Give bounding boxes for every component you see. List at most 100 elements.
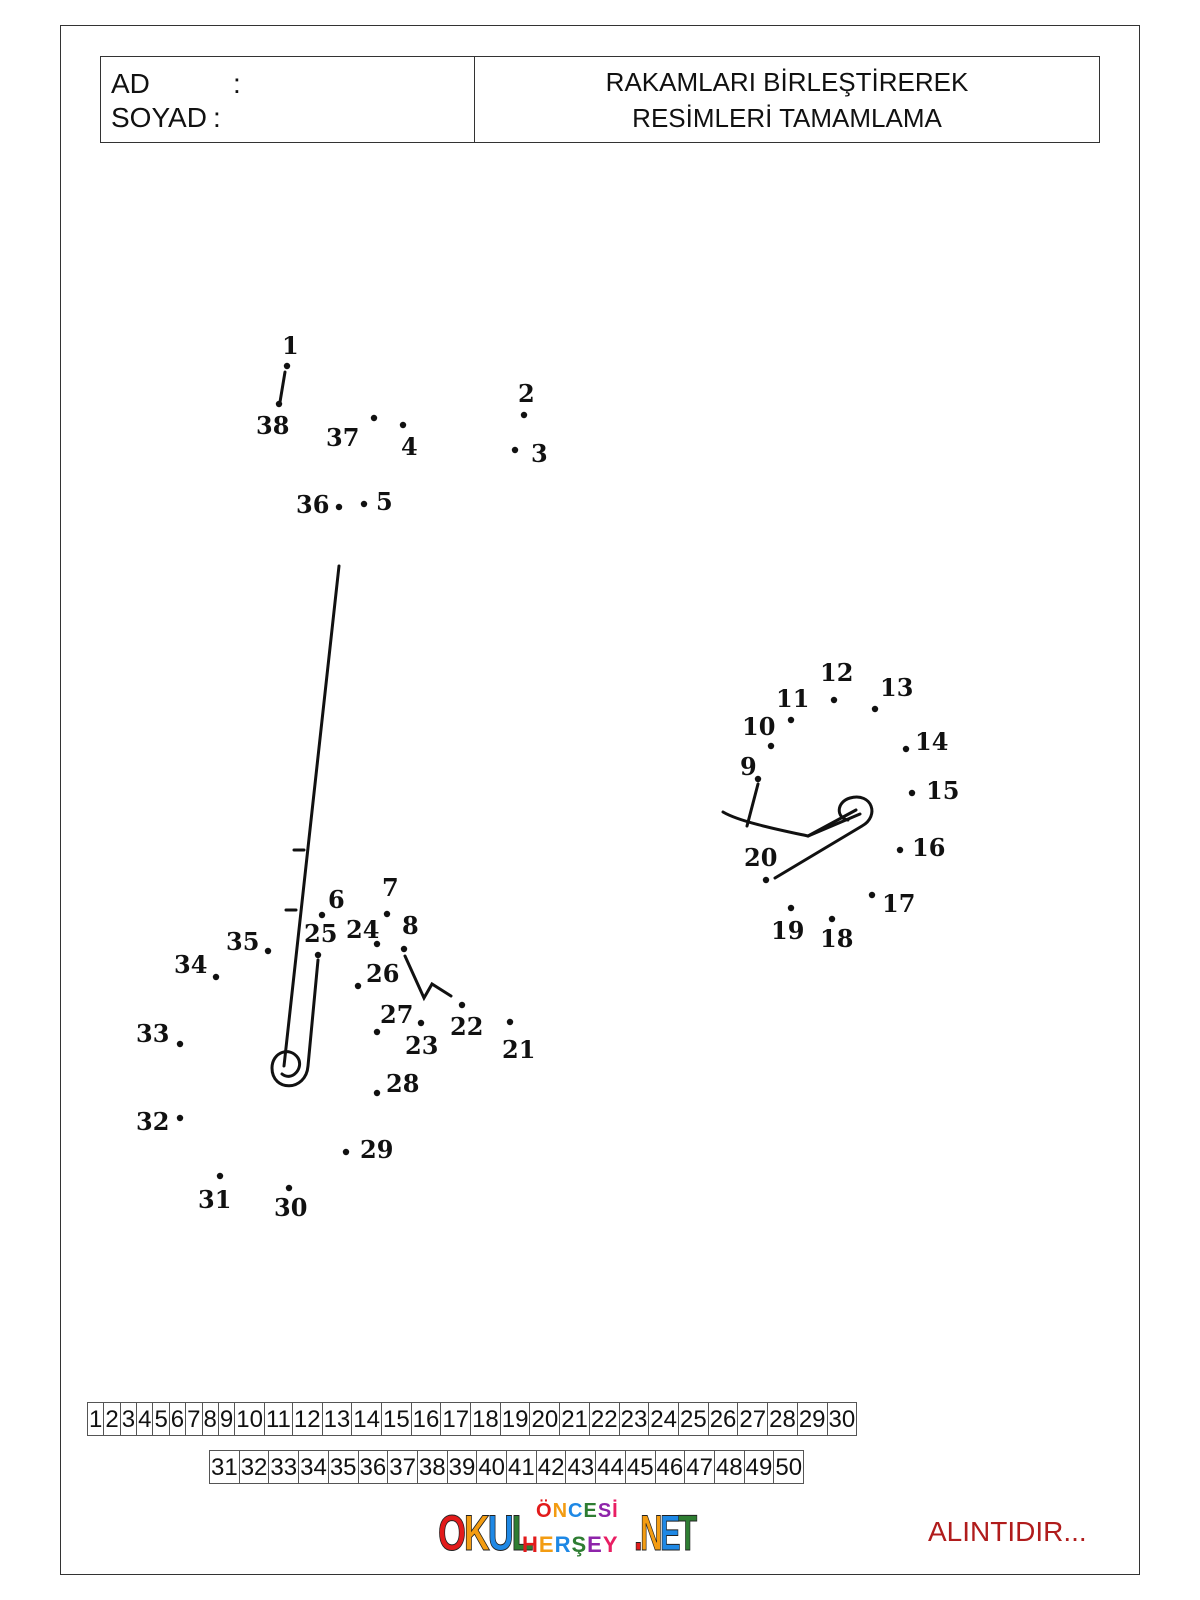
logo-letter: T bbox=[678, 1505, 698, 1562]
title-line-2: RESİMLERİ TAMAMLAMA bbox=[632, 102, 942, 133]
dot-11 bbox=[787, 716, 795, 724]
strip-cell-4: 4 bbox=[136, 1402, 154, 1436]
dot-label-10: 10 bbox=[742, 712, 775, 741]
dot-12 bbox=[830, 696, 838, 704]
dot-29 bbox=[342, 1148, 350, 1156]
strip-cell-3: 3 bbox=[119, 1402, 138, 1436]
dot-label-3: 3 bbox=[531, 439, 548, 468]
surname-row: SOYAD : bbox=[111, 101, 474, 135]
logo-letter: . bbox=[634, 1505, 643, 1562]
strip-cell-48: 48 bbox=[713, 1450, 745, 1484]
dot-label-14: 14 bbox=[915, 727, 948, 756]
pre-drawn-lines bbox=[270, 370, 874, 1088]
dot-label-27: 27 bbox=[380, 1000, 413, 1029]
name-row: AD : bbox=[111, 67, 474, 101]
strip-cell-46: 46 bbox=[654, 1450, 686, 1484]
strip-cell-43: 43 bbox=[565, 1450, 597, 1484]
strip-cell-30: 30 bbox=[826, 1402, 858, 1436]
dot-label-12: 12 bbox=[820, 658, 853, 687]
strip-cell-41: 41 bbox=[506, 1450, 537, 1484]
strip-cell-45: 45 bbox=[624, 1450, 656, 1484]
dot-1 bbox=[283, 362, 291, 370]
credit-text: ALINTIDIR... bbox=[928, 1516, 1087, 1547]
dot-10 bbox=[767, 742, 775, 750]
logo-letter: E bbox=[660, 1505, 681, 1562]
logo-letter: O bbox=[438, 1505, 467, 1562]
logo-letter: H bbox=[522, 1532, 539, 1557]
dot-31 bbox=[216, 1172, 224, 1180]
dot-22 bbox=[458, 1001, 466, 1009]
dot-30 bbox=[285, 1184, 293, 1192]
logo-letter: N bbox=[552, 1500, 569, 1522]
strip-cell-26: 26 bbox=[707, 1402, 739, 1436]
strip-cell-17: 17 bbox=[440, 1402, 472, 1436]
strip-cell-36: 36 bbox=[357, 1450, 389, 1484]
dot-label-24: 24 bbox=[346, 915, 379, 944]
dot-6 bbox=[318, 911, 326, 919]
strip-cell-29: 29 bbox=[796, 1402, 828, 1436]
dot-19 bbox=[787, 904, 795, 912]
dot-label-18: 18 bbox=[820, 924, 853, 953]
logo-hersey-text: HERŞEY bbox=[522, 1532, 619, 1558]
strip-cell-10: 10 bbox=[234, 1402, 265, 1436]
strip-cell-16: 16 bbox=[410, 1402, 442, 1436]
dot-label-25: 25 bbox=[304, 919, 337, 948]
strip-cell-19: 19 bbox=[499, 1402, 531, 1436]
strip-cell-14: 14 bbox=[351, 1402, 382, 1436]
logo-letter: L bbox=[511, 1505, 534, 1562]
logo-letter: İ bbox=[612, 1500, 619, 1522]
dot-8 bbox=[400, 945, 408, 953]
dot-label-29: 29 bbox=[360, 1135, 393, 1164]
strip-cell-49: 49 bbox=[743, 1450, 775, 1484]
strip-cell-39: 39 bbox=[446, 1450, 478, 1484]
dot-label-7: 7 bbox=[382, 873, 399, 902]
surname-colon: : bbox=[212, 102, 221, 133]
strip-cell-32: 32 bbox=[238, 1450, 270, 1484]
logo-net-text: .NET bbox=[634, 1504, 698, 1562]
dot-label-15: 15 bbox=[926, 776, 959, 805]
dot-16 bbox=[896, 846, 904, 854]
strip-cell-1: 1 bbox=[87, 1402, 105, 1436]
dot-label-23: 23 bbox=[405, 1031, 438, 1060]
strip-cell-31: 31 bbox=[209, 1450, 240, 1484]
page-border bbox=[60, 25, 1140, 1575]
logo-letter: K bbox=[463, 1505, 490, 1562]
dot-label-11: 11 bbox=[776, 684, 809, 713]
clock-hand-stroke bbox=[745, 782, 760, 828]
strip-cell-11: 11 bbox=[263, 1402, 293, 1436]
dot-28 bbox=[373, 1089, 381, 1097]
dot-label-30: 30 bbox=[274, 1193, 307, 1222]
strip-cell-21: 21 bbox=[559, 1402, 590, 1436]
strip-cell-42: 42 bbox=[535, 1450, 567, 1484]
umbrella-handle bbox=[270, 958, 320, 1088]
dot-14 bbox=[902, 745, 910, 753]
title-line-1: RAKAMLARI BİRLEŞTİREREK bbox=[605, 66, 969, 97]
surname-label: SOYAD bbox=[111, 102, 207, 133]
dot-label-20: 20 bbox=[744, 843, 777, 872]
dot-label-8: 8 bbox=[402, 911, 419, 940]
dot-26 bbox=[354, 982, 362, 990]
strip-cell-38: 38 bbox=[416, 1450, 448, 1484]
clock-hand-arm-2 bbox=[806, 808, 858, 838]
logo-letter: S bbox=[597, 1500, 613, 1522]
dot-label-37: 37 bbox=[326, 423, 359, 452]
dot-label-2: 2 bbox=[518, 379, 535, 408]
strip-cell-8: 8 bbox=[201, 1402, 219, 1436]
logo-letter: U bbox=[487, 1505, 514, 1562]
dot-23 bbox=[417, 1019, 425, 1027]
dot-4 bbox=[399, 421, 407, 429]
dot-label-26: 26 bbox=[366, 959, 399, 988]
dot-24 bbox=[373, 940, 381, 948]
strip-cell-6: 6 bbox=[168, 1402, 187, 1436]
logo-letter: R bbox=[554, 1532, 572, 1557]
strip-cell-13: 13 bbox=[321, 1402, 353, 1436]
dot-38 bbox=[275, 400, 283, 408]
strip-cell-5: 5 bbox=[152, 1402, 170, 1436]
logo-letter: Y bbox=[602, 1532, 619, 1557]
logo-oncesi-text: ÖNCESİ bbox=[536, 1500, 619, 1523]
dot-label-31: 31 bbox=[198, 1185, 231, 1214]
dot-label-1: 1 bbox=[282, 331, 299, 360]
strip-cell-22: 22 bbox=[588, 1402, 620, 1436]
strip-cell-9: 9 bbox=[217, 1402, 236, 1436]
strip-cell-12: 12 bbox=[291, 1402, 323, 1436]
